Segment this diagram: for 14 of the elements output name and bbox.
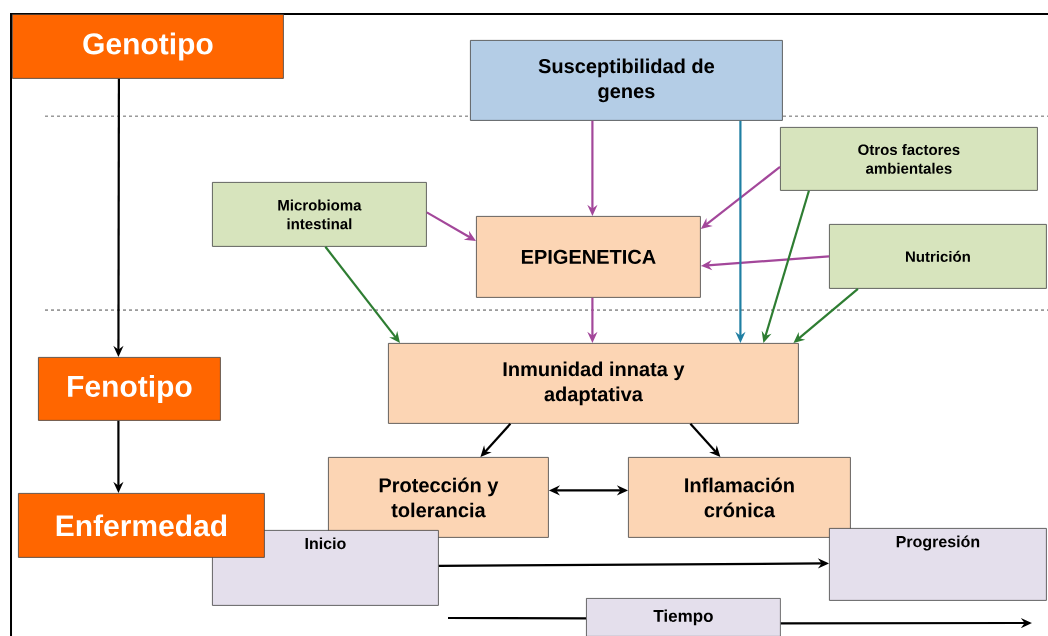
- stage-box: Tiempo: [586, 598, 781, 636]
- process-box: Inmunidad innata y adaptativa: [388, 343, 799, 424]
- process-box: Nutrición: [829, 224, 1047, 289]
- process-box: Protección y tolerancia: [328, 457, 549, 538]
- process-box: Otros factores ambientales: [780, 127, 1038, 191]
- stage-box: Progresión: [829, 528, 1047, 601]
- process-box: EPIGENETICA: [476, 216, 701, 298]
- process-box: Susceptibilidad de genes: [470, 40, 783, 121]
- title-box: Enfermedad: [18, 493, 265, 558]
- title-box: Genotipo: [12, 14, 284, 79]
- process-box: Inflamación crónica: [628, 457, 851, 538]
- process-box: Microbioma intestinal: [212, 182, 427, 247]
- arrow: [324, 246, 400, 343]
- title-box: Fenotipo: [38, 357, 221, 421]
